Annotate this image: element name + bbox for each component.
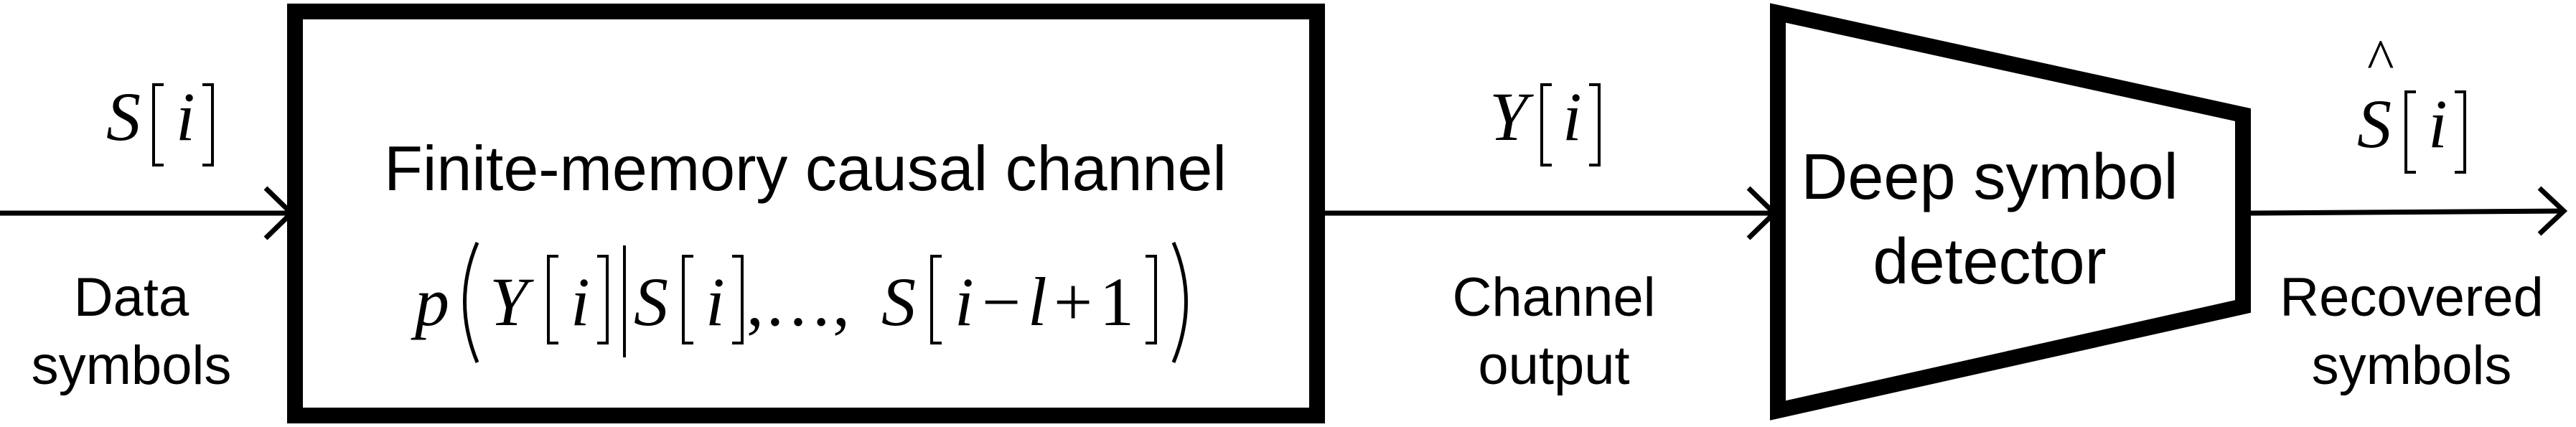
recovered-signal-hat: ^ [2367, 29, 2394, 92]
recovered-bracket-right [2455, 90, 2466, 174]
channel-block [287, 4, 1325, 423]
formula-one: 1 [1100, 263, 1134, 340]
formula-i-1: i [571, 263, 590, 340]
output-caption-line2: output [1478, 335, 1629, 396]
formula-ellipsis: ,…, [746, 263, 850, 340]
recovered-caption-line1: Recovered [2280, 267, 2544, 328]
formula-paren-left [463, 242, 479, 363]
output-signal-index: i [1563, 78, 1582, 155]
formula-minus: − [982, 263, 1021, 340]
recovered-signal-symbol: S [2357, 85, 2392, 162]
input-bracket-left [152, 83, 164, 166]
formula-plus: + [1054, 263, 1092, 340]
formula-bracket-y-right [597, 255, 609, 344]
formula-l: l [1028, 263, 1047, 340]
recovered-signal-label: ^ S i [2357, 29, 2466, 174]
detector-title-line1: Deep symbol [1801, 141, 2178, 213]
formula-p: p [411, 263, 449, 340]
input-caption-line2: symbols [32, 335, 232, 396]
formula-bracket-y-left [547, 255, 558, 344]
detector-title-line2: detector [1873, 226, 2106, 298]
recovered-bracket-left [2404, 90, 2416, 174]
formula-paren-right [1171, 242, 1188, 363]
output-signal-label: Y i [1489, 78, 1601, 166]
formula-Y: Y [490, 263, 534, 340]
channel-output-arrow [1325, 186, 1779, 240]
formula-bracket-s2-right [1146, 255, 1157, 344]
formula-i-2: i [706, 263, 725, 340]
formula-i-3: i [955, 263, 974, 340]
output-bracket-left [1540, 83, 1552, 166]
recovered-caption-line2: symbols [2312, 335, 2512, 396]
input-bracket-right [202, 83, 214, 166]
recovered-signal-index: i [2428, 85, 2448, 162]
output-caption-line1: Channel [1452, 267, 1655, 328]
formula-bracket-s1-left [682, 255, 693, 344]
input-caption-line1: Data [74, 267, 189, 328]
formula-bracket-s1-right [732, 255, 744, 344]
input-signal-label: S i [106, 78, 214, 166]
recovered-arrow [2250, 186, 2568, 236]
channel-block-title: Finite-memory causal channel [384, 133, 1227, 204]
output-signal-symbol: Y [1489, 78, 1534, 155]
input-signal-symbol: S [106, 78, 141, 155]
channel-formula: p Y i S i ,…, S i − l + 1 [411, 242, 1188, 363]
input-signal-index: i [176, 78, 195, 155]
formula-S-2: S [881, 263, 916, 340]
formula-S-1: S [634, 263, 668, 340]
detector-block [1770, 3, 2251, 421]
output-bracket-right [1589, 83, 1601, 166]
formula-bracket-s2-left [930, 255, 942, 344]
input-arrow [0, 186, 296, 240]
